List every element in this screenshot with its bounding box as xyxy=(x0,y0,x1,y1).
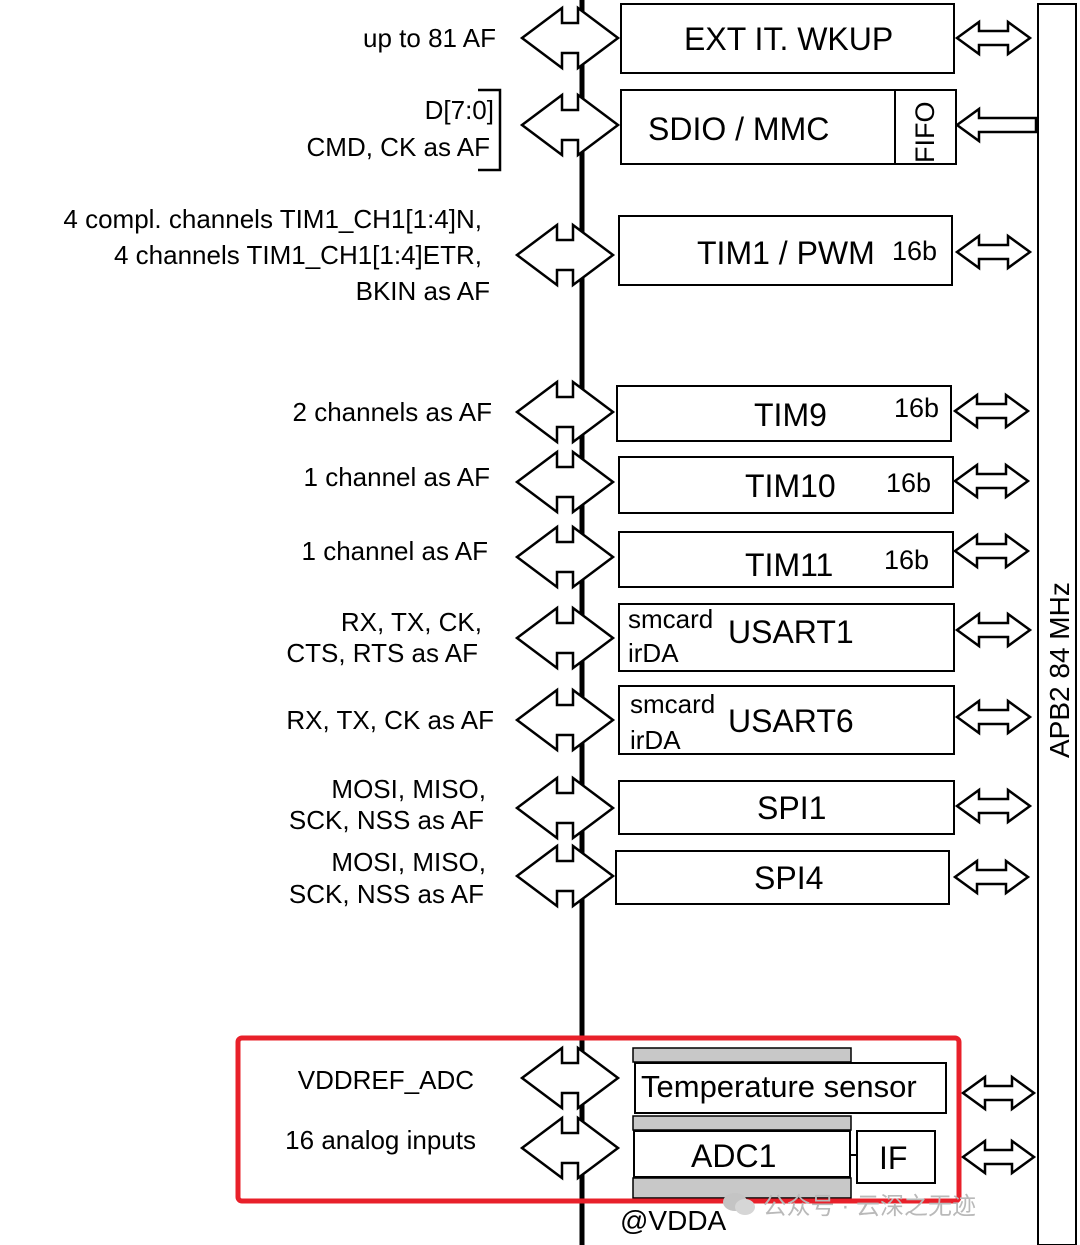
ext-it-wkup-block: EXT IT. WKUP xyxy=(620,3,955,74)
usart1-signal-label-1: RX, TX, CK, xyxy=(340,607,482,637)
ext-it-wkup-label: EXT IT. WKUP xyxy=(684,21,894,57)
tim11-signal-label: 1 channel as AF xyxy=(301,536,488,566)
temperature-sensor-block: Temperature sensor xyxy=(634,1062,947,1114)
apb2-bus-bar xyxy=(1037,3,1077,1245)
spi1-bus-arrow xyxy=(954,787,1033,825)
adc1-label: ADC1 xyxy=(691,1138,777,1174)
vddref-signal-label: VDDREF_ADC xyxy=(297,1065,474,1095)
analog-signal-arrow xyxy=(519,1115,621,1181)
sdio-signal-label-2: CMD, CK as AF xyxy=(306,132,490,162)
ext-it-signal-arrow xyxy=(519,5,621,71)
tim9-signal-arrow xyxy=(514,379,616,445)
adc-if-block: IF xyxy=(856,1130,936,1184)
temperature-sensor-label: Temperature sensor xyxy=(641,1069,917,1104)
usart6-smcard-label: smcard xyxy=(630,689,716,719)
tim1-pwm-label: TIM1 / PWM xyxy=(697,235,875,271)
tim9-label: TIM9 xyxy=(754,397,827,433)
spi4-signal-arrow xyxy=(514,843,616,909)
tim11-bits-label: 16b xyxy=(884,545,930,575)
tim1-pwm-block: TIM1 / PWM 16b xyxy=(618,215,953,286)
usart1-bus-arrow xyxy=(954,611,1033,649)
temp-bus-arrow xyxy=(960,1074,1037,1112)
usart6-irda-label: irDA xyxy=(630,725,681,755)
spi1-label: SPI1 xyxy=(757,790,827,826)
usart6-signal-arrow xyxy=(514,687,616,753)
spi4-bus-arrow xyxy=(952,858,1031,896)
ext-it-signal-label: up to 81 AF xyxy=(363,23,496,53)
tim1-signal-label-2: 4 channels TIM1_CH1[1:4]ETR, xyxy=(113,240,482,270)
tim9-block: TIM9 16b xyxy=(616,385,952,442)
spi4-block: SPI4 xyxy=(615,850,950,905)
tim11-label: TIM11 xyxy=(745,547,834,583)
wechat-icon xyxy=(722,1191,756,1217)
usart1-signal-arrow xyxy=(514,605,616,671)
analog-inputs-label: 16 analog inputs xyxy=(285,1125,476,1155)
usart6-block: smcard irDA USART6 xyxy=(618,685,955,755)
usart6-bus-arrow xyxy=(954,698,1033,736)
tim1-signal-label-1: 4 compl. channels TIM1_CH1[1:4]N, xyxy=(63,204,482,234)
tim1-signal-arrow xyxy=(514,222,616,288)
tim11-signal-arrow xyxy=(514,524,616,590)
tim10-signal-label: 1 channel as AF xyxy=(303,462,490,492)
tim10-bits-label: 16b xyxy=(886,468,932,498)
apb2-bus-label: APB2 84 MHz xyxy=(1044,582,1075,758)
adc-if-label: IF xyxy=(879,1140,908,1176)
tim9-bits-label: 16b xyxy=(894,393,940,423)
sdio-signal-label-1: D[7:0] xyxy=(424,95,494,125)
spi4-signal-label-2: SCK, NSS as AF xyxy=(288,879,484,909)
tim1-bits-label: 16b xyxy=(892,236,938,266)
usart1-label: USART1 xyxy=(728,614,854,650)
tim1-bus-arrow xyxy=(954,233,1033,271)
watermark: 公众号 · 云深之无迹 xyxy=(722,1186,976,1221)
sdio-mmc-label: SDIO / MMC xyxy=(648,111,830,147)
spi1-signal-label-1: MOSI, MISO, xyxy=(331,774,486,804)
usart6-label: USART6 xyxy=(728,703,854,739)
tim11-bus-arrow xyxy=(952,532,1031,570)
tim1-signal-label-3: BKIN as AF xyxy=(355,276,490,306)
vdda-label: @VDDA xyxy=(620,1205,727,1236)
tim9-bus-arrow xyxy=(952,392,1031,430)
temp-sensor-shadow xyxy=(632,1047,852,1063)
watermark-text: 公众号 · 云深之无迹 xyxy=(762,1193,976,1220)
adc1-block: ADC1 xyxy=(633,1130,851,1178)
tim10-block: TIM10 16b xyxy=(618,456,954,514)
tim10-signal-arrow xyxy=(514,449,616,515)
usart1-smcard-label: smcard xyxy=(628,604,714,634)
spi4-signal-label-1: MOSI, MISO, xyxy=(331,847,486,877)
usart1-block: smcard irDA USART1 xyxy=(618,603,955,672)
usart1-signal-label-2: CTS, RTS as AF xyxy=(286,638,478,668)
sdio-mmc-block: SDIO / MMC FIFO xyxy=(620,89,957,165)
adc-highlight-box xyxy=(235,1035,962,1204)
adc-bus-arrow xyxy=(960,1138,1037,1176)
tim11-block: TIM11 16b xyxy=(618,531,954,588)
usart1-irda-label: irDA xyxy=(628,638,679,668)
spi4-label: SPI4 xyxy=(754,860,824,896)
tim9-signal-label: 2 channels as AF xyxy=(292,397,492,427)
fifo-bus-arrow xyxy=(954,106,1038,144)
sdio-signal-bracket xyxy=(478,88,502,172)
ext-it-bus-arrow xyxy=(954,19,1033,57)
tim10-label: TIM10 xyxy=(745,468,836,504)
adc-shadow-top xyxy=(632,1115,852,1131)
fifo-block: FIFO xyxy=(894,89,957,165)
spi1-block: SPI1 xyxy=(618,780,955,835)
fifo-label: FIFO xyxy=(910,101,940,164)
vddref-signal-arrow xyxy=(519,1045,621,1111)
tim10-bus-arrow xyxy=(952,462,1031,500)
sdio-signal-arrow xyxy=(519,92,621,158)
usart6-signal-label: RX, TX, CK as AF xyxy=(286,705,494,735)
spi1-signal-label-2: SCK, NSS as AF xyxy=(288,805,484,835)
spi1-signal-arrow xyxy=(514,775,616,841)
